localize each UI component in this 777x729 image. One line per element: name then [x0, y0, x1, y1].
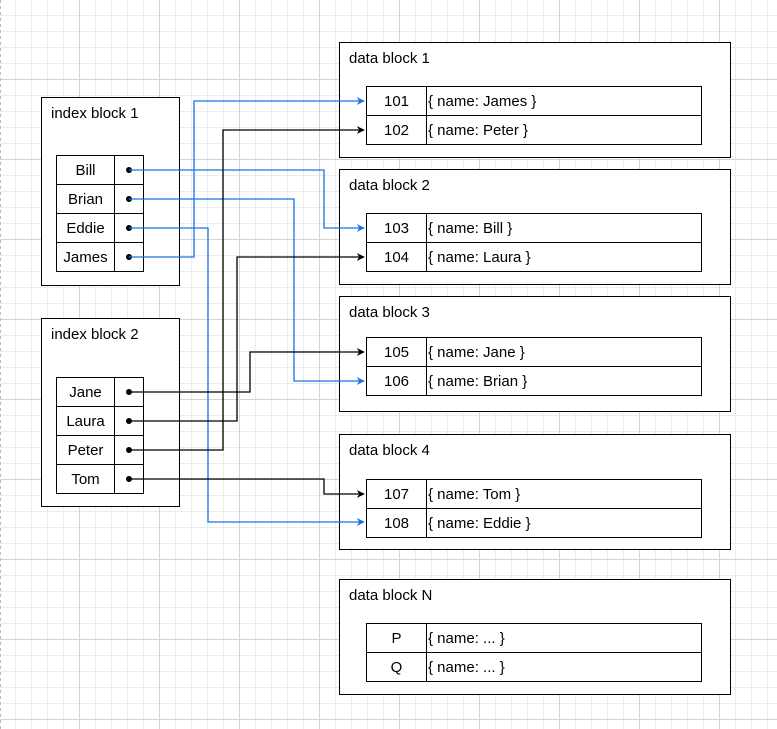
record-value-106[interactable]: { name: Brian }	[426, 366, 702, 396]
index-key-jane[interactable]: Jane	[56, 377, 115, 407]
connector-peter-102	[129, 126, 365, 451]
data-block-2-title: data block 2	[349, 177, 430, 194]
index-key-laura[interactable]: Laura	[56, 406, 115, 436]
data-block-n-title: data block N	[349, 587, 433, 604]
record-id-105[interactable]: 105	[366, 337, 427, 367]
record-value-102[interactable]: { name: Peter }	[426, 115, 702, 145]
record-id-106[interactable]: 106	[366, 366, 427, 396]
record-id-101[interactable]: 101	[366, 86, 427, 116]
record-value-q[interactable]: { name: ... }	[426, 652, 702, 682]
index-key-peter[interactable]: Peter	[56, 435, 115, 465]
record-value-p[interactable]: { name: ... }	[426, 623, 702, 653]
index-block-1-title: index block 1	[51, 105, 139, 122]
index-block-2-title: index block 2	[51, 326, 139, 343]
index-key-james[interactable]: James	[56, 242, 115, 272]
connector-bill-103	[129, 169, 365, 232]
connector-laura-104	[129, 253, 365, 422]
connector-jane-105	[129, 348, 365, 393]
record-id-104[interactable]: 104	[366, 242, 427, 272]
index-key-eddie[interactable]: Eddie	[56, 213, 115, 243]
connector-james-101	[129, 97, 365, 258]
connector-eddie-108	[129, 227, 365, 526]
record-id-108[interactable]: 108	[366, 508, 427, 538]
data-block-1-title: data block 1	[349, 50, 430, 67]
connector-brian-106	[129, 198, 365, 385]
canvas-edge	[0, 0, 1, 729]
record-value-105[interactable]: { name: Jane }	[426, 337, 702, 367]
data-block-4-title: data block 4	[349, 442, 430, 459]
record-id-q[interactable]: Q	[366, 652, 427, 682]
data-block-3-title: data block 3	[349, 304, 430, 321]
connector-tom-107	[129, 478, 365, 498]
index-key-tom[interactable]: Tom	[56, 464, 115, 494]
record-value-104[interactable]: { name: Laura }	[426, 242, 702, 272]
index-key-brian[interactable]: Brian	[56, 184, 115, 214]
record-value-108[interactable]: { name: Eddie }	[426, 508, 702, 538]
